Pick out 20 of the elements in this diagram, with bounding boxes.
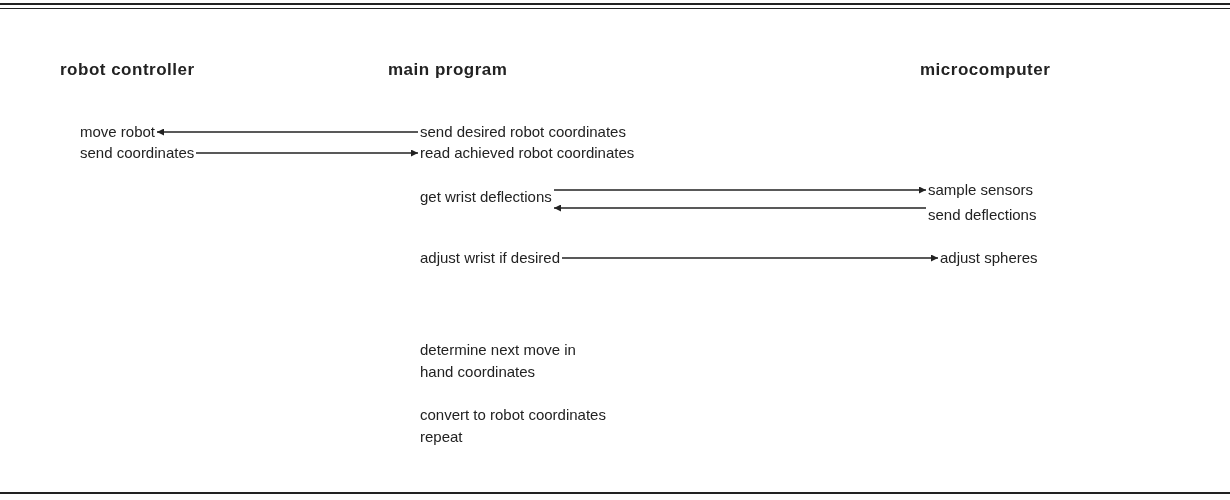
step-text: send coordinates (80, 142, 195, 164)
step-text: get wrist deflections (420, 182, 552, 212)
step-text: determine next move in hand coordinates (420, 340, 577, 382)
arrow (156, 128, 419, 136)
arrow (553, 204, 927, 212)
step-text: repeat (420, 427, 464, 447)
column-heading: robot controller (60, 59, 196, 81)
step-text: sample sensors (928, 178, 1034, 202)
column-heading: main program (388, 59, 509, 81)
step-text: adjust wrist if desired (420, 247, 561, 269)
arrow (195, 149, 419, 157)
step-text: send deflections (928, 203, 1037, 227)
step-text: convert to robot coordinates (420, 405, 607, 425)
arrow (553, 186, 927, 194)
step-text: read achieved robot coordinates (420, 142, 635, 164)
column-heading: microcomputer (920, 59, 1052, 81)
arrow (561, 254, 939, 262)
step-text: adjust spheres (940, 247, 1038, 269)
step-text: send desired robot coordinates (420, 121, 626, 143)
step-text: move robot (80, 121, 156, 143)
